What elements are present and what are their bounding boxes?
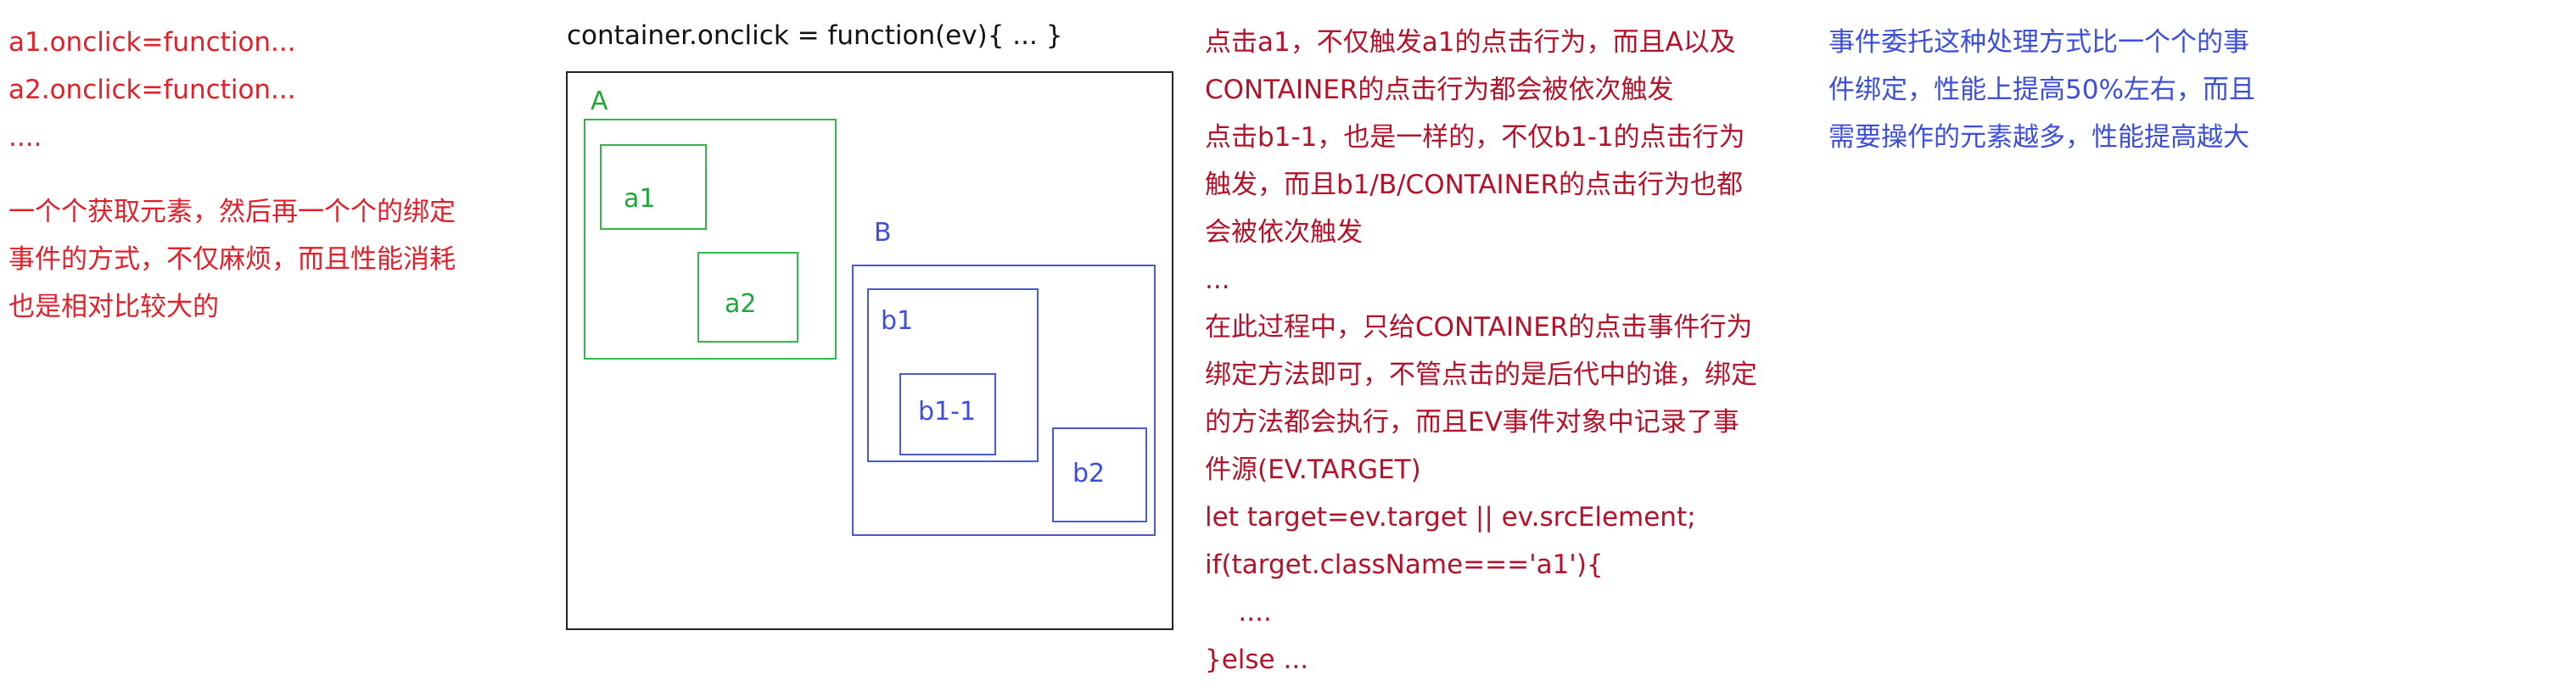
- box-b2: [1052, 427, 1147, 522]
- box-b1: [867, 288, 1039, 462]
- container-box: [566, 71, 1173, 630]
- performance-line-2: 件绑定，性能上提高50%左右，而且: [1828, 75, 2255, 105]
- container-handler-title: container.onclick = function(ev){ ... }: [567, 20, 1063, 51]
- explanation-line-3: 点击b1-1，也是一样的，不仅b1-1的点击行为: [1205, 122, 1745, 153]
- code-line-a2: a2.onclick=function...: [8, 75, 296, 105]
- label-b: B: [874, 218, 892, 248]
- label-b2: b2: [1072, 459, 1106, 488]
- explanation-line-5: 会被依次触发: [1205, 217, 1363, 248]
- label-a: A: [591, 86, 608, 116]
- code-line-else: }else ...: [1205, 645, 1309, 675]
- performance-line-3: 需要操作的元素越多，性能提高越大: [1828, 122, 2249, 153]
- explanation-line-6: ...: [1205, 265, 1230, 295]
- performance-line-1: 事件委托这种处理方式比一个个的事: [1828, 27, 2249, 58]
- explanation-line-8: 绑定方法即可，不管点击的是后代中的谁，绑定: [1205, 360, 1757, 390]
- explanation-line-7: 在此过程中，只给CONTAINER的点击事件行为: [1205, 312, 1753, 343]
- label-a1: a1: [624, 184, 656, 214]
- explanation-line-10: 件源(EV.TARGET): [1205, 455, 1421, 485]
- event-delegation-explanation: 点击a1，不仅触发a1的点击行为，而且A以及 CONTAINER的点击行为都会被…: [1205, 19, 1757, 684]
- individual-binding-notes: a1.onclick=function... a2.onclick=functi…: [8, 19, 456, 331]
- code-line-target: let target=ev.target || ev.srcElement;: [1205, 502, 1696, 533]
- binding-drawback-note-1: 一个个获取元素，然后再一个个的绑定: [8, 197, 456, 227]
- code-line-body: ....: [1205, 597, 1272, 628]
- explanation-line-1: 点击a1，不仅触发a1的点击行为，而且A以及: [1205, 27, 1736, 58]
- explanation-line-2: CONTAINER的点击行为都会被依次触发: [1205, 75, 1674, 105]
- box-b: [852, 265, 1156, 536]
- performance-note: 事件委托这种处理方式比一个个的事 件绑定，性能上提高50%左右，而且 需要操作的…: [1828, 19, 2255, 161]
- label-b1: b1: [881, 306, 914, 336]
- label-a2: a2: [725, 289, 757, 319]
- box-a2: [697, 252, 798, 343]
- binding-drawback-note-2: 事件的方式，不仅麻烦，而且性能消耗: [8, 244, 456, 275]
- binding-drawback-note-3: 也是相对比较大的: [8, 292, 219, 322]
- spacer: [8, 161, 456, 188]
- explanation-line-9: 的方法都会执行，而且EV事件对象中记录了事: [1205, 407, 1739, 438]
- label-b1-1: b1-1: [918, 397, 977, 427]
- explanation-line-4: 触发，而且b1/B/CONTAINER的点击行为也都: [1205, 170, 1743, 200]
- code-line-ellipsis: ....: [8, 122, 42, 153]
- code-line-if: if(target.className==='a1'){: [1205, 550, 1604, 580]
- code-line-a1: a1.onclick=function...: [8, 27, 296, 58]
- box-a: [584, 119, 837, 360]
- box-a1: [600, 144, 707, 230]
- box-b1-1: [899, 373, 996, 455]
